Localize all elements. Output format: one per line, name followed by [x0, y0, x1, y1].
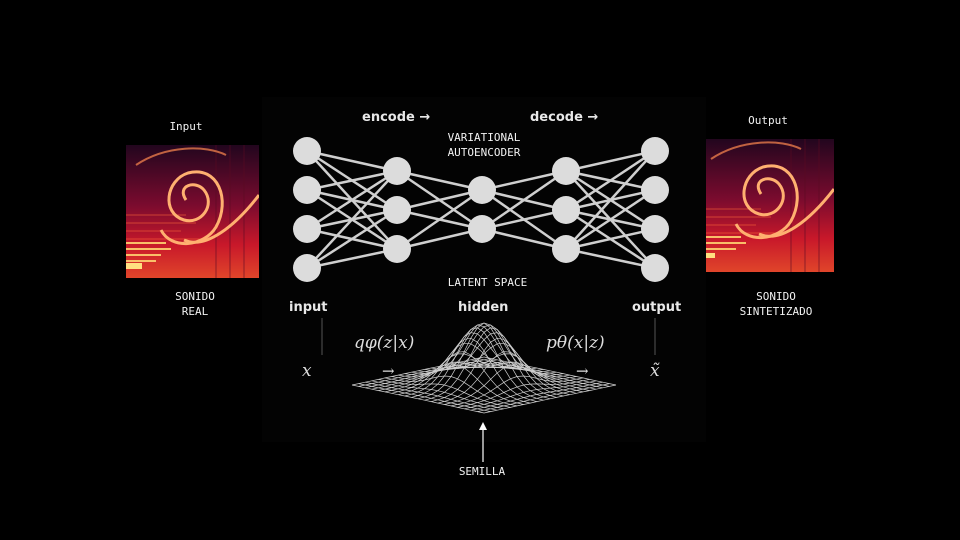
- network-edge: [481, 169, 567, 192]
- network-edge: [306, 208, 398, 270]
- network-node: [468, 176, 496, 204]
- network-node: [552, 196, 580, 224]
- network-edge: [396, 188, 483, 212]
- network-node: [293, 215, 321, 243]
- network-edge: [396, 188, 483, 251]
- network-node: [552, 157, 580, 185]
- seed-arrow-head: [479, 422, 487, 430]
- output-caption: Output: [748, 114, 788, 127]
- network-edge: [306, 169, 398, 231]
- decode-label: decode →: [530, 110, 599, 125]
- network-edge: [306, 247, 398, 270]
- output-layer-label: output: [632, 300, 682, 315]
- network-edge: [306, 170, 398, 269]
- output-variable: x̃: [650, 361, 660, 381]
- network-node: [293, 254, 321, 282]
- input-label-line1: SONIDO: [175, 290, 215, 303]
- encode-label: encode →: [362, 110, 431, 125]
- output-label: SONIDO SINTETIZADO: [716, 289, 836, 319]
- network-edge: [306, 149, 398, 173]
- vae-diagram-panel: [262, 97, 706, 442]
- network-edge: [565, 188, 656, 251]
- network-node: [293, 137, 321, 165]
- decode-arrow: →: [576, 362, 589, 380]
- network-node: [641, 254, 669, 282]
- input-label: SONIDO REAL: [150, 289, 240, 319]
- vae-title: VARIATIONAL AUTOENCODER: [434, 130, 534, 160]
- input-caption: Input: [169, 120, 203, 133]
- vae-title-line1: VARIATIONAL: [447, 131, 521, 144]
- network-edge: [481, 208, 567, 231]
- encoder-distribution: qφ(z|x): [354, 333, 415, 353]
- network-edge: [481, 169, 567, 231]
- network-edge: [396, 227, 483, 251]
- network-edge: [565, 149, 656, 173]
- network-edge: [481, 227, 567, 251]
- output-label-line2: SINTETIZADO: [739, 305, 813, 318]
- network-node: [641, 215, 669, 243]
- network-node: [641, 176, 669, 204]
- network-node: [293, 176, 321, 204]
- spectrogram-image: [126, 145, 259, 278]
- network-edge: [396, 169, 483, 192]
- network-edge: [565, 247, 656, 270]
- hidden-layer-label: hidden: [458, 300, 509, 315]
- encode-arrow: →: [382, 362, 395, 380]
- network-node: [383, 235, 411, 263]
- spectrogram-image: [701, 139, 834, 272]
- network-edge: [565, 150, 656, 250]
- input-label-line2: REAL: [181, 305, 209, 318]
- seed-label: SEMILLA: [458, 465, 506, 478]
- output-spectrogram: [701, 139, 834, 272]
- network-edge: [306, 169, 398, 192]
- network-node: [468, 215, 496, 243]
- network-edge: [565, 227, 656, 251]
- network-node: [552, 235, 580, 263]
- input-spectrogram: [126, 145, 259, 278]
- network-node: [383, 157, 411, 185]
- output-label-line1: SONIDO: [756, 290, 796, 303]
- input-layer-label: input: [289, 300, 328, 315]
- network-node: [383, 196, 411, 224]
- network-edge: [565, 149, 656, 212]
- network-node: [641, 137, 669, 165]
- vae-title-line2: AUTOENCODER: [447, 146, 521, 159]
- decoder-distribution: pθ(x|z): [546, 333, 605, 353]
- gaussian-surface: [351, 322, 617, 414]
- latent-space-label: LATENT SPACE: [447, 276, 528, 289]
- input-variable: x: [302, 361, 312, 381]
